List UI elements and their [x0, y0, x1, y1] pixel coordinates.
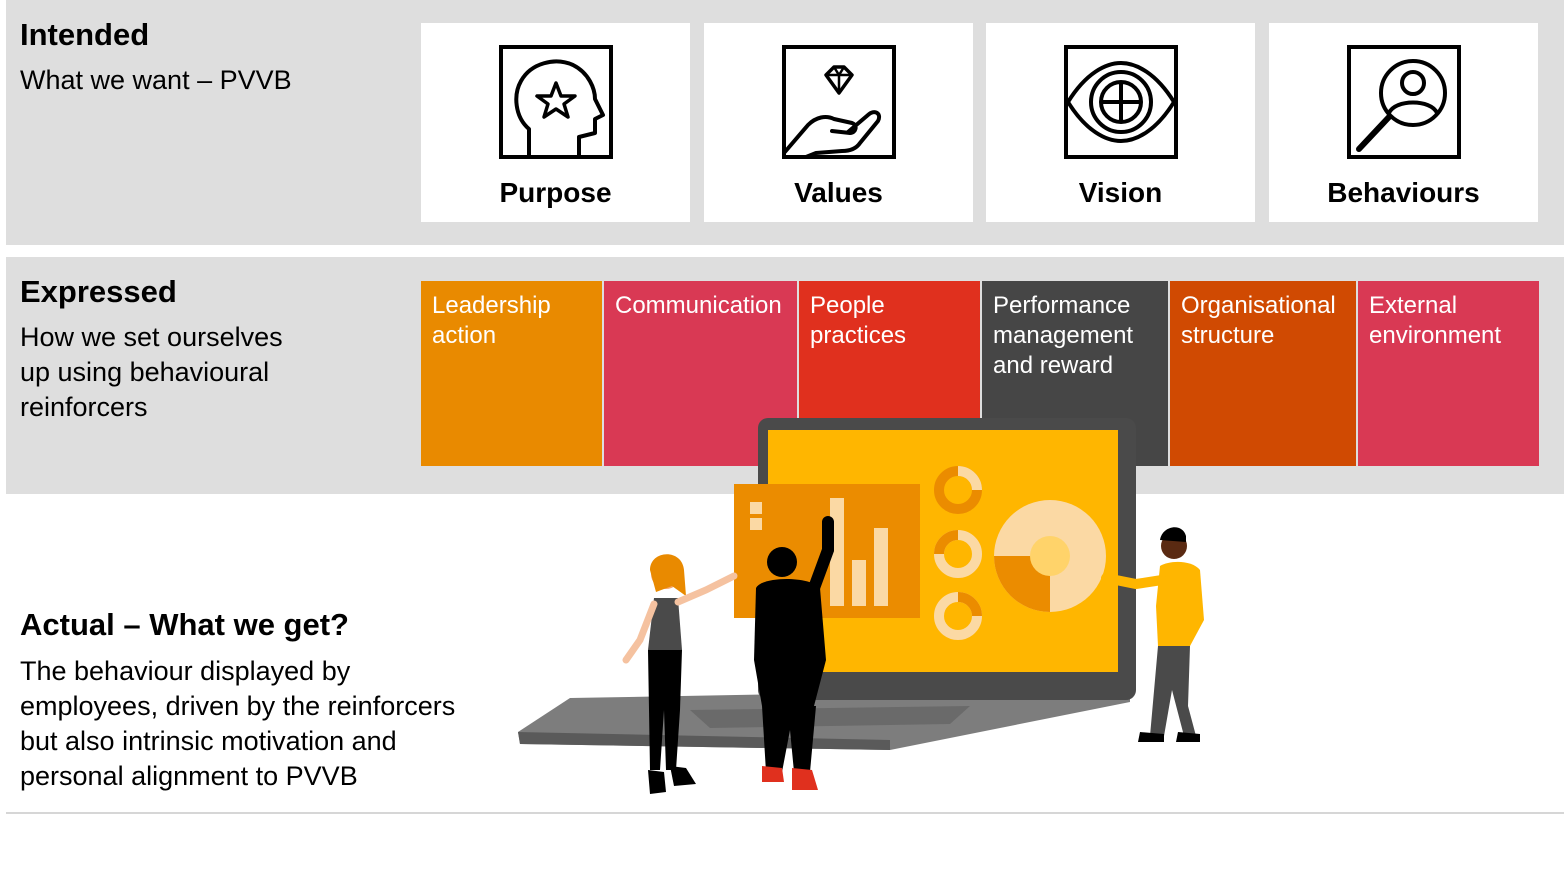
tile-line: structure [1181, 322, 1275, 349]
person-woman [622, 554, 738, 794]
tile-line: management [993, 322, 1134, 349]
person-centre [754, 516, 834, 790]
tile-line: practices [810, 322, 907, 349]
tile-organisational-structure: Organisational structure [1170, 281, 1356, 466]
tile-line: Leadership [432, 292, 551, 319]
tile-leadership-action: Leadership action [421, 281, 602, 466]
card-values: Values [704, 23, 973, 222]
small-donut-segment [934, 530, 959, 555]
panel-bar [852, 560, 866, 606]
tile-line: Performance [993, 292, 1131, 319]
actual-line: personal alignment to PVVB [20, 761, 358, 791]
hand-diamond-icon [782, 45, 896, 159]
actual-line: but also intrinsic motivation and [20, 726, 397, 756]
card-label-purpose: Purpose [499, 177, 612, 208]
card-label-values: Values [794, 177, 883, 208]
magnifier-person-icon [1347, 45, 1461, 159]
big-donut-center [1030, 536, 1070, 576]
small-donut-segment [957, 592, 982, 617]
expressed-subtitle-line: reinforcers [20, 392, 148, 422]
head-star-icon [499, 45, 613, 159]
card-behaviours: Behaviours [1269, 23, 1538, 222]
expressed-subtitle-line: How we set ourselves [20, 322, 283, 352]
panel-legend-square [750, 518, 762, 530]
card-purpose: Purpose [421, 23, 690, 222]
tile-line: Communication [615, 292, 782, 319]
tile-line: Organisational [1181, 292, 1336, 319]
person-man-right [1101, 527, 1204, 742]
laptop-team-illustration [518, 418, 1204, 794]
laptop-trackpad [690, 706, 970, 728]
expressed-heading: Expressed [20, 274, 177, 309]
intended-subtitle: What we want – PVVB [20, 65, 292, 95]
intended-heading: Intended [20, 17, 150, 52]
tile-line: People [810, 292, 885, 319]
card-vision: Vision [986, 23, 1255, 222]
tile-line: action [432, 322, 497, 349]
tile-external-environment: External environment [1358, 281, 1539, 466]
card-label-behaviours: Behaviours [1327, 177, 1480, 208]
bottom-rule [6, 812, 1564, 814]
actual-description: The behaviour displayed by employees, dr… [20, 654, 455, 794]
card-label-vision: Vision [1078, 177, 1163, 208]
panel-bar [874, 528, 888, 606]
small-donut-segment [957, 466, 982, 491]
panel-legend-square [750, 502, 762, 514]
tile-line: and reward [993, 352, 1114, 379]
expressed-subtitle-line: up using behavioural [20, 357, 270, 387]
actual-heading: Actual – What we get? [20, 607, 349, 642]
eye-crosshair-icon [1064, 45, 1178, 159]
tile-line: environment [1369, 322, 1502, 349]
expressed-subtitle: How we set ourselves up using behavioura… [20, 320, 283, 425]
actual-line: employees, driven by the reinforcers [20, 691, 456, 721]
actual-line: The behaviour displayed by [20, 656, 351, 686]
tile-line: External [1369, 292, 1458, 319]
